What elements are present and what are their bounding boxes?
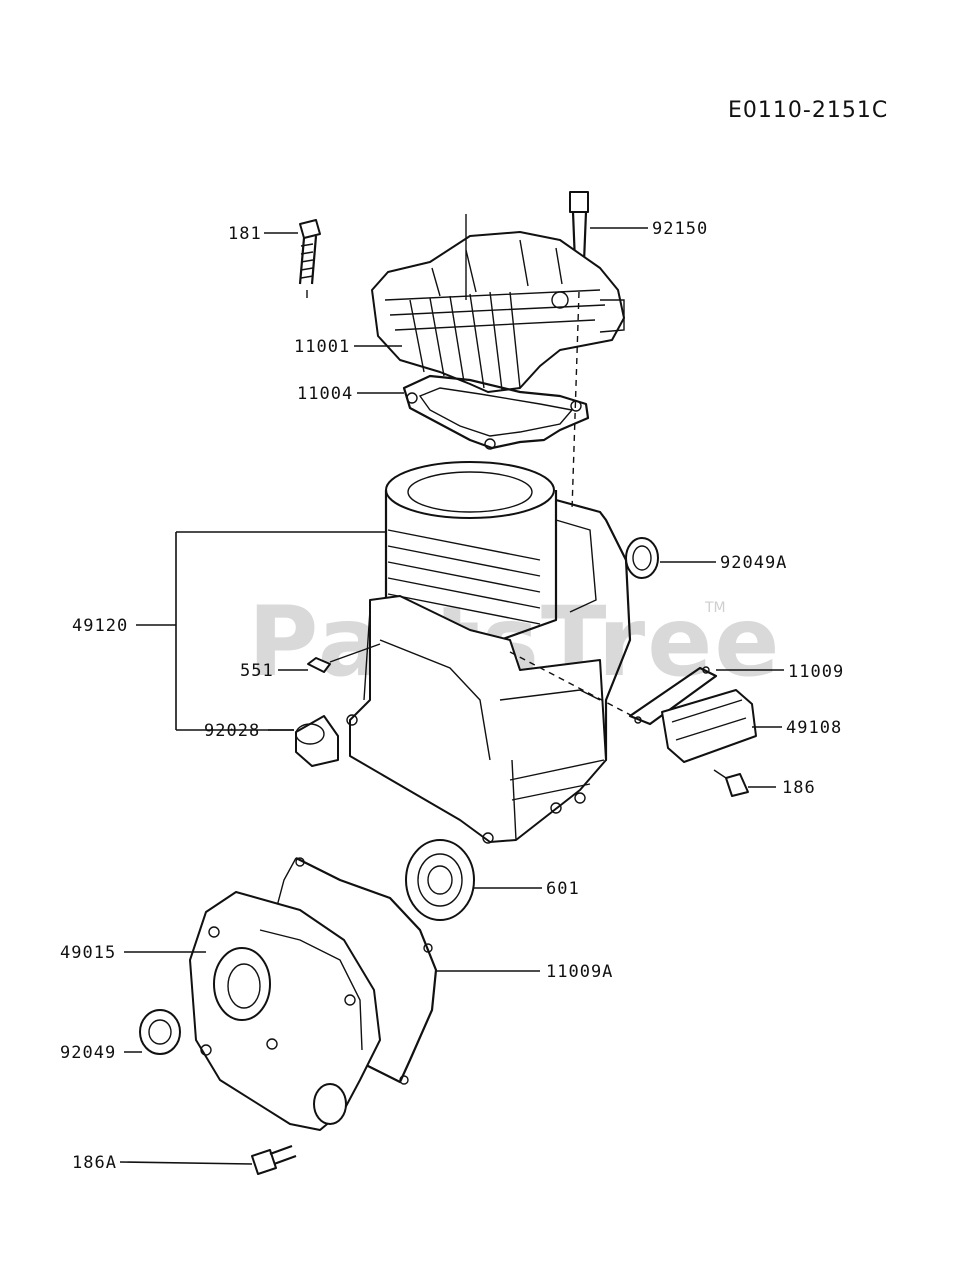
part-11009-gasket[interactable] — [628, 666, 718, 726]
callout-601: 601 — [546, 879, 580, 899]
callout-11001: 11001 — [294, 337, 350, 357]
callout-49108: 49108 — [786, 718, 842, 738]
part-11009a-gasket[interactable] — [275, 857, 438, 1085]
callout-551: 551 — [240, 661, 274, 681]
part-186-bolt[interactable] — [713, 769, 749, 797]
callout-49015: 49015 — [60, 943, 116, 963]
callout-11004: 11004 — [297, 384, 353, 404]
callout-181: 181 — [228, 224, 262, 244]
callout-11009: 11009 — [788, 662, 844, 682]
callout-92049: 92049 — [60, 1043, 116, 1063]
part-601-bearing[interactable] — [405, 839, 475, 921]
part-186a-bolt[interactable] — [251, 1144, 297, 1175]
callout-49120: 49120 — [72, 616, 128, 636]
part-92028-bushing[interactable] — [295, 715, 339, 767]
callout-186: 186 — [782, 778, 816, 798]
part-11001-cylinder-head[interactable] — [371, 214, 625, 393]
diagram-code: E0110-2151C — [728, 98, 888, 123]
part-49108-breather-cover[interactable] — [661, 689, 757, 763]
part-551-pin[interactable] — [307, 643, 381, 673]
callout-92028: 92028 — [204, 721, 260, 741]
part-11004-head-gasket[interactable] — [402, 374, 590, 450]
watermark-tm: TM — [704, 600, 726, 616]
part-92049-oil-seal[interactable] — [139, 1009, 181, 1055]
part-181-bolt[interactable] — [298, 219, 321, 298]
callout-92150: 92150 — [652, 219, 708, 239]
leader-lines — [119, 227, 784, 1165]
part-49015-crankcase-cover[interactable] — [189, 891, 381, 1131]
part-49120-crankcase[interactable] — [346, 461, 632, 844]
part-92049a-oil-seal[interactable] — [625, 537, 659, 579]
callout-186a: 186A — [72, 1153, 117, 1173]
callout-11009a: 11009A — [546, 962, 613, 982]
callout-92049a: 92049A — [720, 553, 787, 573]
